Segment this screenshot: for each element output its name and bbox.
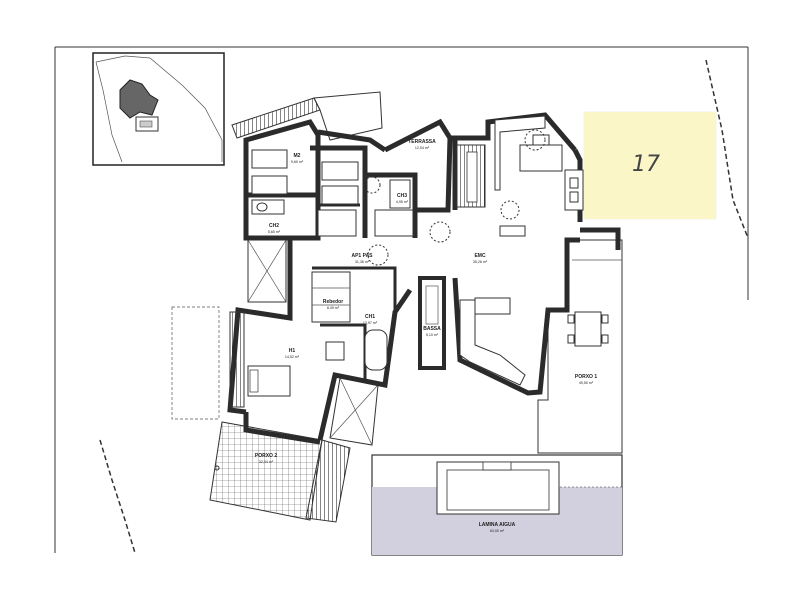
room-area-porxo2: 32,44 m² (259, 460, 274, 464)
room-label-bassa: BASSA (423, 326, 441, 332)
top-hatched-terrace (231, 91, 383, 141)
room-label-ch2: CH2 (269, 223, 279, 229)
room-label-ap1: AP1 PAS (351, 253, 373, 259)
beds (247, 149, 359, 397)
room-area-ch3: 4,95 m² (396, 200, 409, 204)
porxo2-terrace (209, 421, 351, 523)
room-label-porxo1: PORXO 1 (575, 374, 597, 380)
sticky-note-text: 17 (632, 152, 660, 177)
room-area-h1: 14,52 m² (285, 355, 300, 359)
living-sofas (363, 176, 526, 386)
room-area-porxo1: 49,50 m² (579, 381, 594, 385)
room-label-rebedor: Rebedor (323, 299, 343, 305)
sticky-note: 17 (584, 112, 716, 219)
room-area-emc: 35,26 m² (473, 260, 488, 264)
stairs (456, 144, 486, 208)
room-area-m2: 9,60 m² (291, 160, 304, 164)
room-area-ap1: 31,36 m² (355, 260, 370, 264)
room-label-m2: M2 (294, 153, 301, 159)
room-area-terrassa: 12,04 m² (415, 146, 430, 150)
plan-border (54, 46, 749, 553)
dining-table (567, 311, 609, 347)
kitchen (494, 115, 584, 220)
room-area-lamina-aigua: 63,00 m² (490, 529, 505, 533)
room-area-bassa: 5,10 m² (426, 333, 439, 337)
pool (371, 454, 623, 556)
room-label-porxo2: PORXO 2 (255, 453, 277, 459)
room-labels: M2 9,60 m² TERRASSA 12,04 m² CH2 5,60 m²… (255, 139, 597, 533)
room-area-rebedor: 8,49 m² (327, 306, 340, 310)
bathroom-fixtures (251, 179, 414, 371)
location-inset-map (92, 52, 225, 166)
room-area-ch1: 13,97 m² (363, 321, 378, 325)
room-label-terrassa: TERRASSA (408, 139, 436, 145)
left-courtyard (247, 239, 287, 303)
room-label-emc: EMC (474, 253, 486, 259)
room-label-ch3: CH3 (397, 193, 407, 199)
parking-outline (171, 306, 220, 420)
room-label-ch1: CH1 (365, 314, 375, 320)
room-label-h1: H1 (289, 348, 296, 354)
room-area-ch2: 5,60 m² (268, 230, 281, 234)
site-boundary-lines (99, 59, 749, 554)
building-walls (227, 112, 621, 445)
room-label-lamina-aigua: LAMINA AIGUA (479, 522, 516, 528)
lower-courtyard (329, 377, 379, 446)
